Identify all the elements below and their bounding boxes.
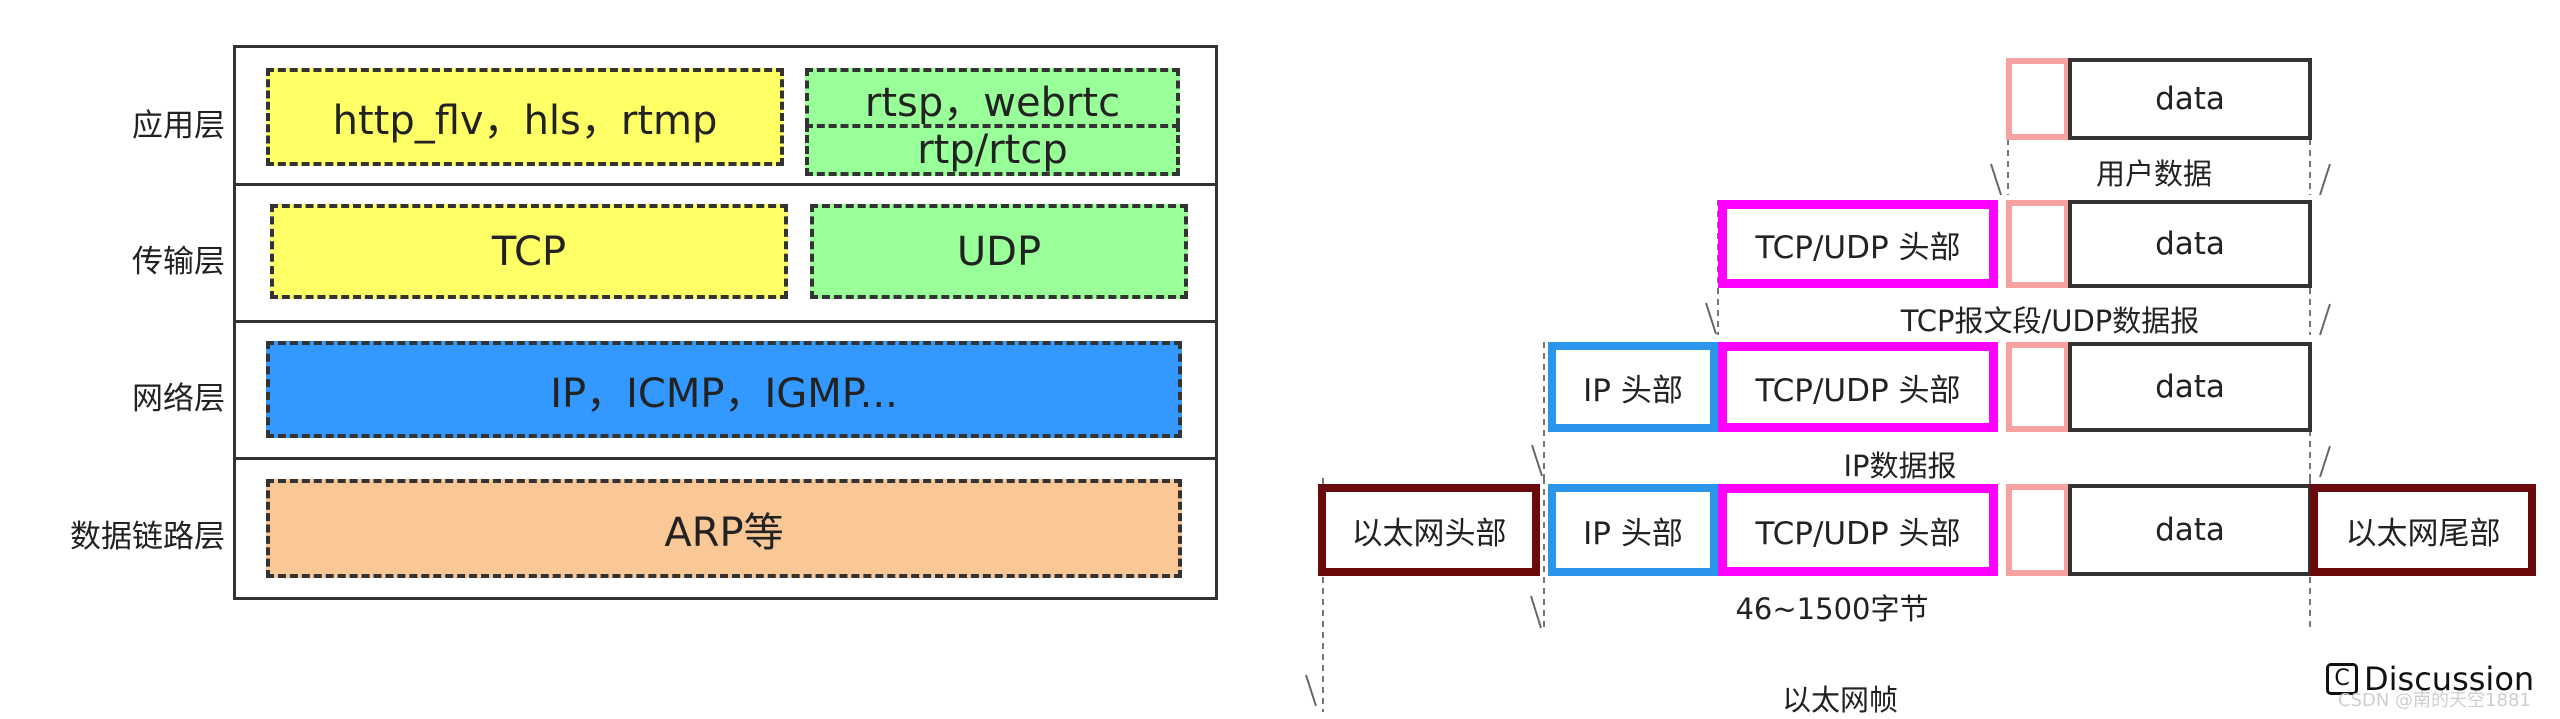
layer-divider bbox=[233, 183, 1218, 186]
discussion-link[interactable]: C Discussion bbox=[2326, 660, 2534, 698]
ethernet-header-cell: 以太网头部 bbox=[1318, 484, 1540, 576]
padding-cell bbox=[2006, 200, 2070, 288]
layer-divider bbox=[233, 457, 1218, 460]
tcp-udp-header-cell: TCP/UDP 头部 bbox=[1718, 200, 1998, 288]
padding-cell bbox=[2006, 484, 2070, 576]
layer-label-transport: 传输层 bbox=[132, 244, 225, 280]
padding-cell bbox=[2006, 342, 2070, 432]
layer-divider bbox=[233, 320, 1218, 323]
layer-label-datalink: 数据链路层 bbox=[70, 519, 225, 555]
caption-tcp-segment: TCP报文段/UDP数据报 bbox=[1900, 304, 2200, 338]
protocol-box-udp: UDP bbox=[810, 204, 1188, 299]
ethernet-trailer-cell: 以太网尾部 bbox=[2310, 484, 2536, 576]
tcp-udp-header-cell: TCP/UDP 头部 bbox=[1718, 484, 1998, 576]
copyright-icon: C bbox=[2326, 663, 2358, 695]
watermark: CSDN @南的天空1881 bbox=[2338, 690, 2531, 711]
protocol-box-rtsp-webrtc: rtsp，webrtc bbox=[805, 68, 1180, 126]
protocol-box-http-flv: http_flv，hls，rtmp bbox=[266, 68, 784, 166]
data-cell: data bbox=[2068, 58, 2312, 140]
data-cell: data bbox=[2068, 484, 2312, 576]
caption-payload-size: 46~1500字节 bbox=[1735, 592, 1929, 626]
protocol-box-arp: ARP等 bbox=[266, 479, 1182, 578]
layer-label-network: 网络层 bbox=[132, 381, 225, 417]
protocol-box-tcp: TCP bbox=[270, 204, 788, 299]
data-cell: data bbox=[2068, 342, 2312, 432]
data-cell: data bbox=[2068, 200, 2312, 288]
caption-ip-datagram: IP数据报 bbox=[1843, 449, 1957, 483]
protocol-box-ip: IP，ICMP，IGMP... bbox=[266, 341, 1182, 438]
ip-header-cell: IP 头部 bbox=[1548, 484, 1718, 576]
padding-cell bbox=[2006, 58, 2070, 140]
protocol-box-rtp-rtcp: rtp/rtcp bbox=[805, 124, 1180, 176]
caption-ethernet-frame: 以太网帧 bbox=[1781, 683, 1898, 717]
layer-label-application: 应用层 bbox=[132, 108, 225, 144]
caption-user-data: 用户数据 bbox=[2095, 157, 2212, 191]
tcp-udp-header-cell: TCP/UDP 头部 bbox=[1718, 342, 1998, 432]
ip-header-cell: IP 头部 bbox=[1548, 342, 1718, 432]
discussion-label: Discussion bbox=[2364, 660, 2535, 698]
